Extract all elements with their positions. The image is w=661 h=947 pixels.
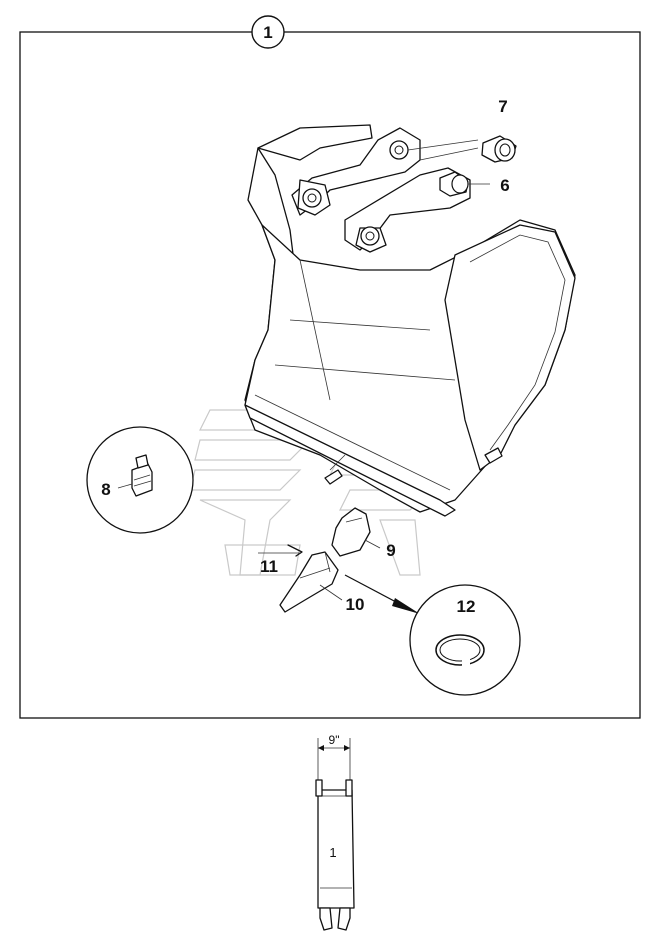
- callout-6: 6: [500, 176, 509, 195]
- pin-part-7: 7: [481, 97, 517, 163]
- lock-pin-part-11: 11: [258, 544, 303, 576]
- callout-9: 9: [386, 541, 395, 560]
- callout-8: 8: [101, 480, 110, 499]
- width-label: 9": [329, 733, 340, 747]
- pin-part-6: 6: [439, 171, 510, 197]
- side-view: 9" 1: [315, 733, 355, 931]
- callout-10: 10: [346, 595, 365, 614]
- callout-11: 11: [260, 557, 278, 576]
- bucket-illustration: [244, 124, 576, 517]
- detail-circle-12: 12: [409, 584, 521, 696]
- assembly-number: 1: [263, 23, 272, 42]
- tooth-adapter-part-9: 9: [331, 507, 396, 560]
- callout-12: 12: [457, 597, 476, 616]
- leader-arrow-12: [392, 598, 420, 614]
- tooth-tip-part-10: 10: [279, 551, 365, 614]
- detail-circle-8: 8: [86, 426, 194, 534]
- part-label: 1: [329, 845, 336, 860]
- mounting-brackets: [291, 127, 479, 253]
- assembly-callout: 1: [251, 15, 285, 49]
- diagram-frame: [19, 31, 641, 719]
- callout-7: 7: [498, 97, 507, 116]
